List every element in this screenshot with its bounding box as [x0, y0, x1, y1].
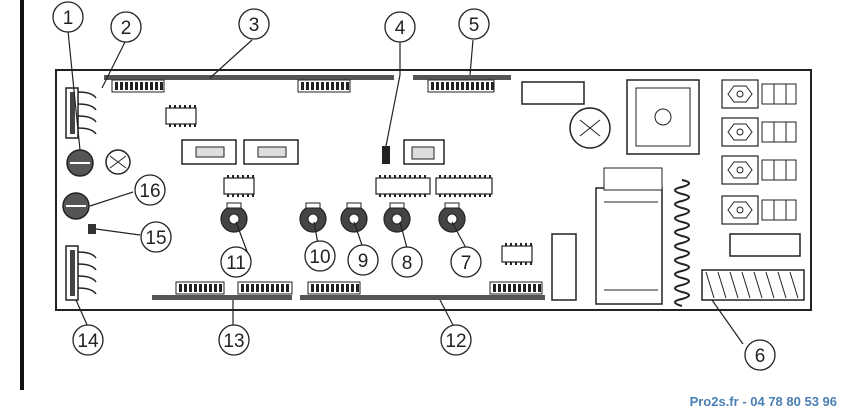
led-crosshair: [105, 149, 131, 175]
jumper-15: [88, 224, 96, 234]
callout-label: 5: [469, 15, 480, 36]
callout-3: 3: [238, 8, 270, 40]
connector-strip-5: [413, 75, 511, 80]
callout-label: 4: [395, 18, 406, 39]
pin-blocks: [111, 79, 543, 295]
callout-label: 2: [121, 18, 132, 39]
callout-label: 3: [249, 15, 260, 36]
callout-9: 9: [347, 244, 379, 276]
watermark-text: Pro2s.fr - 04 78 80 53 96: [689, 394, 837, 409]
callout-10: 10: [304, 240, 336, 272]
callout-label: 7: [461, 253, 472, 274]
left-margin-rule: [20, 0, 24, 390]
transformer: [595, 167, 663, 305]
callout-15: 15: [140, 221, 172, 253]
callout-label: 11: [226, 253, 246, 274]
callout-12: 12: [440, 324, 472, 356]
callout-label: 12: [445, 331, 466, 352]
connector-strip-12: [300, 295, 545, 300]
jumper-4: [382, 146, 390, 164]
capacitor-top: [521, 81, 585, 105]
callout-13: 13: [218, 324, 250, 356]
callout-label: 6: [755, 346, 766, 367]
leader-lines: [67, 30, 744, 345]
callout-5: 5: [458, 8, 490, 40]
capacitor-vertical: [551, 233, 577, 301]
callout-label: 1: [63, 8, 74, 29]
relay-column: [721, 79, 797, 225]
callout-8: 8: [391, 246, 423, 278]
socket-connector: [403, 139, 445, 165]
callout-1: 1: [52, 1, 84, 33]
callout-label: 14: [77, 331, 99, 352]
callout-14: 14: [72, 324, 104, 356]
relay-right: [243, 139, 299, 165]
ic-chips: [165, 105, 533, 265]
callout-6: 6: [744, 339, 776, 371]
callout-11: 11: [220, 246, 252, 278]
callout-label: 8: [402, 253, 413, 274]
callout-label: 16: [139, 181, 160, 202]
potentiometer-1: [66, 149, 94, 177]
callout-2: 2: [110, 11, 142, 43]
connector-strip-3: [104, 75, 394, 80]
callout-7: 7: [450, 246, 482, 278]
coil-spring: [674, 179, 690, 307]
callout-4: 4: [384, 11, 416, 43]
callout-label: 13: [223, 331, 244, 352]
callout-label: 9: [358, 251, 369, 272]
callout-16: 16: [134, 174, 166, 206]
terminal-block-14: [65, 245, 97, 301]
terminal-block-6: [701, 269, 805, 301]
capacitor-right: [729, 233, 801, 257]
heatsink: [626, 79, 700, 155]
connector-strip-13: [152, 295, 292, 300]
potentiometer-16: [62, 192, 90, 220]
callout-label: 10: [309, 247, 330, 268]
relay-left: [181, 139, 237, 165]
callout-label: 15: [145, 228, 166, 249]
trim-potentiometers: [220, 202, 466, 233]
varistor-disc: [569, 107, 611, 149]
